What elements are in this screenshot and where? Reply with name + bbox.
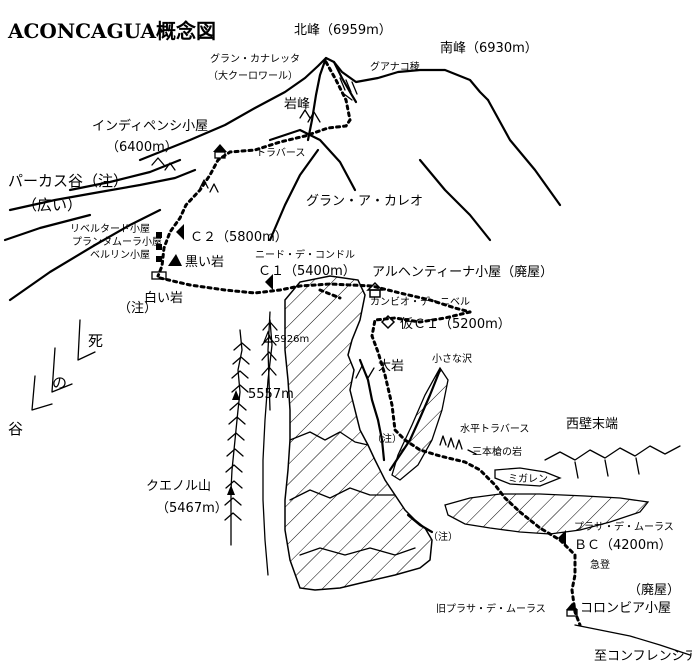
glacier-label: ミガレン [508, 473, 548, 485]
plaza-mulas-label: プラサ・デ・ムーラス [574, 520, 674, 533]
three-spear-label: 三本槍の岩 [472, 445, 522, 458]
old-plaza-label: 旧プラサ・デ・ムーラス [436, 602, 546, 615]
independencia-label: インディペンシ小屋 [92, 118, 208, 134]
gran-canaleta-sub-label: （大クーロワール） [208, 69, 298, 82]
big-rock-label: 大岩 [378, 359, 404, 374]
white-rock-label: 白い岩 [144, 290, 183, 306]
plantamura-label: プランタムーラ小屋 [72, 236, 162, 248]
gran-acarreo-label: グラン・ア・カレオ [306, 194, 423, 209]
horizontal-traverse-label: 水平トラバース [460, 423, 529, 435]
summit-ridge-hatch [299, 77, 358, 123]
north-peak-label: 北峰（6959m） [294, 23, 392, 38]
valley-of-label: の [52, 374, 67, 392]
cuerno-ticks [224, 321, 278, 521]
peak-5557 [232, 390, 240, 400]
rock-peak-label: 岩峰 [284, 97, 310, 112]
note-label-2: （注） [428, 530, 458, 543]
three-spear-rock [439, 435, 477, 455]
cuerno-alt-label: （5467m） [156, 501, 228, 516]
canbio-label: カンビオ・デ・ニベル [370, 295, 470, 308]
colombia-hut-label: コロンビア小屋 [580, 601, 671, 616]
small-stream-hatched [391, 366, 449, 481]
berlin-label: ベルリン小屋 [90, 249, 150, 261]
steep-climb-label: 急登 [590, 558, 610, 571]
summit-ridge [138, 56, 562, 242]
camp-marker-c1 [265, 274, 273, 290]
note-label-1: （注） [372, 432, 402, 445]
valley-death-label: 死 [88, 332, 103, 350]
valley-floor [574, 624, 691, 656]
black-rock-marker [168, 254, 182, 266]
hut-independencia [213, 144, 227, 159]
argentina-hut-label: アルヘンティーナ小屋（廃屋） [372, 264, 553, 280]
gran-canaleta-label: グラン・カナレッタ [210, 52, 300, 65]
libertador-label: リベルタード小屋 [70, 223, 150, 235]
c2-label: Ｃ２（5800m） [190, 230, 288, 245]
guanaco-ridge-label: グアナコ稜 [370, 60, 420, 73]
polacos-valley-label: パーカス谷（注） [8, 172, 128, 190]
small-stream-label: 小さな沢 [432, 352, 472, 365]
to-confluencia-label: 至コンフレンシア [594, 649, 692, 664]
glacier [444, 467, 650, 535]
west-face-end-label: 西壁末端 [566, 417, 618, 432]
polacos-valley-ridges [3, 158, 197, 302]
west-face-end-ridge [544, 445, 681, 479]
small-peak-marks [151, 157, 219, 193]
peak-5926 [263, 330, 273, 343]
south-peak-label: 南峰（6930m） [440, 40, 538, 56]
map-title: ACONCAGUA概念図 [7, 19, 216, 43]
valley-note-label: （注） [118, 301, 157, 316]
hut-argentina [366, 281, 384, 298]
hut-markers-small [156, 232, 162, 262]
camp-marker-provisional-c1 [380, 314, 396, 330]
alt-5926-label: 5926m [274, 334, 309, 345]
cuerno-ridge [230, 311, 273, 576]
c1-label: Ｃ１（5400m） [258, 264, 356, 279]
white-rock-marker [151, 271, 167, 280]
valley-of-death-marks [31, 319, 96, 411]
peak-cuerno [227, 485, 235, 495]
camp-marker-bc [558, 530, 566, 546]
traverse-label: トラバース [256, 147, 305, 159]
alt-5557-label: 5557m [248, 387, 294, 402]
camp-marker-c2 [176, 224, 184, 240]
provisional-c1-label: 仮Ｃ１（5200m） [400, 317, 511, 332]
valley-label: 谷 [8, 420, 23, 438]
colombia-ruin-label: （廃屋） [628, 582, 680, 598]
big-rock-marker [355, 365, 375, 379]
bc-label: ＢＣ（4200m） [574, 538, 672, 553]
cuerno-label: クエノル山 [146, 479, 211, 494]
independencia-alt-label: （6400m） [106, 140, 178, 155]
polacos-wide-label: （広い） [22, 196, 82, 214]
black-rock-label: 黒い岩 [185, 255, 224, 270]
hut-colombia [566, 603, 578, 617]
summit-route [156, 60, 352, 278]
nido-label: ニード・デ・コンドル [255, 248, 355, 261]
